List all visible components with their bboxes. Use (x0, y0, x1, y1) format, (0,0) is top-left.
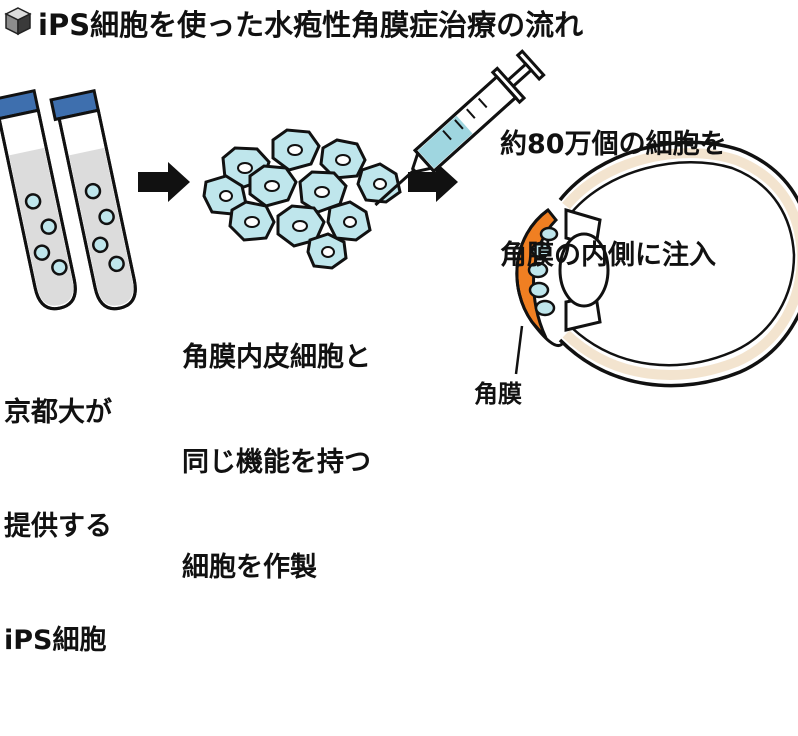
test-tube-left (0, 88, 77, 311)
cell (271, 128, 321, 172)
syringe-icon (374, 49, 546, 207)
diagram-canvas: iPS細胞を使った水疱性角膜症治療の流れ 京都大が 提供する iPS細胞 角膜内… (0, 7, 798, 656)
test-tube-right (49, 88, 137, 311)
lens (558, 232, 610, 308)
endothelial-cell-sheet (202, 128, 402, 270)
caption-line: 角膜の内側に注入 (500, 240, 716, 271)
cell (319, 138, 367, 180)
cell (326, 200, 372, 242)
eye-cross-section (514, 140, 798, 388)
step3-caption: 約80万個の細胞を 角膜の内側に注入 (500, 52, 727, 348)
caption-line: 細胞を作製 (182, 552, 317, 583)
caption-line: 提供する (4, 511, 112, 542)
diagram-graphics (0, 7, 798, 388)
step2-caption: 角膜内皮細胞と 同じ機能を持つ 細胞を作製 (182, 270, 371, 655)
cornea-pointer-line (514, 325, 524, 375)
cube-icon (4, 7, 32, 36)
injected-cells (527, 226, 559, 317)
cell (248, 164, 298, 208)
cornea-label: 角膜 (474, 380, 522, 408)
cell (356, 162, 402, 204)
caption-line: 同じ機能を持つ (182, 447, 371, 478)
arrow-right-icon (138, 162, 190, 202)
ips-cell-group (24, 193, 68, 276)
cell (298, 170, 348, 214)
step1-caption: 京都大が 提供する iPS細胞 (4, 318, 112, 736)
caption-line: 約80万個の細胞を (500, 129, 727, 160)
cell (306, 232, 348, 270)
caption-line: 京都大が (4, 397, 112, 428)
cell (276, 204, 326, 248)
caption-line: 角膜内皮細胞と (182, 342, 371, 373)
diagram-title: iPS細胞を使った水疱性角膜症治療の流れ (38, 8, 584, 42)
cell (228, 200, 276, 242)
ips-cell-group (84, 182, 125, 273)
caption-line: iPS細胞 (4, 625, 107, 656)
